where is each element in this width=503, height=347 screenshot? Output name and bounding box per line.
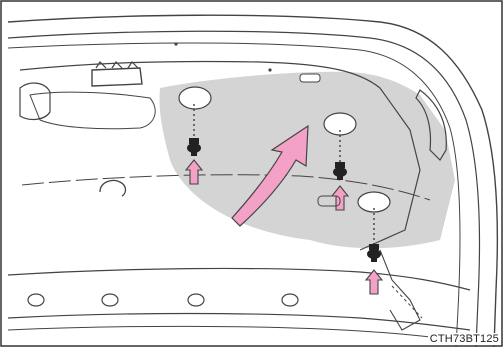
top-mark <box>174 42 177 45</box>
clip-hole-1 <box>179 87 211 109</box>
top-slot <box>300 74 320 82</box>
figure-code: CTH73BT125 <box>428 333 501 345</box>
panel-mark <box>268 68 271 71</box>
